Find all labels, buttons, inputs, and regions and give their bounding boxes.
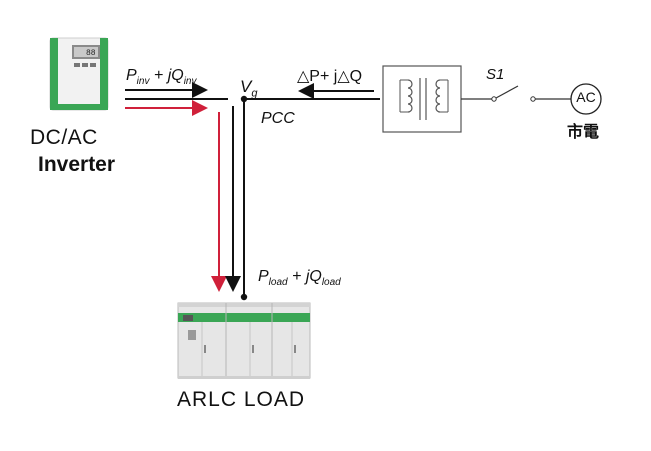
load-p: P bbox=[258, 268, 269, 285]
load-title: ARLC LOAD bbox=[177, 388, 306, 411]
inv-plus: + bbox=[149, 67, 168, 84]
vg-sub: g bbox=[251, 87, 258, 100]
transformer bbox=[382, 65, 462, 133]
load-node bbox=[240, 293, 248, 301]
switch-blade bbox=[495, 85, 519, 99]
ac-source-circle bbox=[570, 83, 602, 115]
switch-contact-left bbox=[491, 96, 497, 102]
inv-p: P bbox=[126, 67, 137, 84]
load-power-label: Pload + jQload bbox=[258, 268, 341, 288]
inverter-title: DC/AC bbox=[30, 126, 98, 149]
voltage-label: Vg bbox=[240, 77, 257, 99]
load-q: jQ bbox=[305, 268, 322, 285]
grid-power-label: △P+ j△Q bbox=[297, 68, 363, 85]
switch-label: S1 bbox=[486, 66, 505, 83]
arlc-load-cabinet bbox=[177, 302, 311, 379]
inverter-display: 88 bbox=[86, 49, 96, 58]
inverter-subtitle: Inverter bbox=[38, 153, 116, 176]
utility-grid-label: 市電 bbox=[567, 124, 600, 141]
vg-main: V bbox=[240, 77, 252, 96]
inv-q: jQ bbox=[167, 67, 184, 84]
pcc-label: PCC bbox=[261, 110, 295, 127]
load-q-sub: load bbox=[321, 277, 341, 289]
load-plus: + bbox=[287, 268, 306, 285]
inv-q-sub: inv bbox=[183, 76, 197, 88]
inv-p-sub: inv bbox=[136, 76, 150, 88]
inverter-power-label: Pinv + jQinv bbox=[126, 67, 197, 87]
inverter-device bbox=[49, 37, 109, 111]
ac-source-symbol: AC bbox=[576, 89, 596, 105]
load-p-sub: load bbox=[268, 277, 288, 289]
switch-contact-right bbox=[530, 96, 536, 102]
